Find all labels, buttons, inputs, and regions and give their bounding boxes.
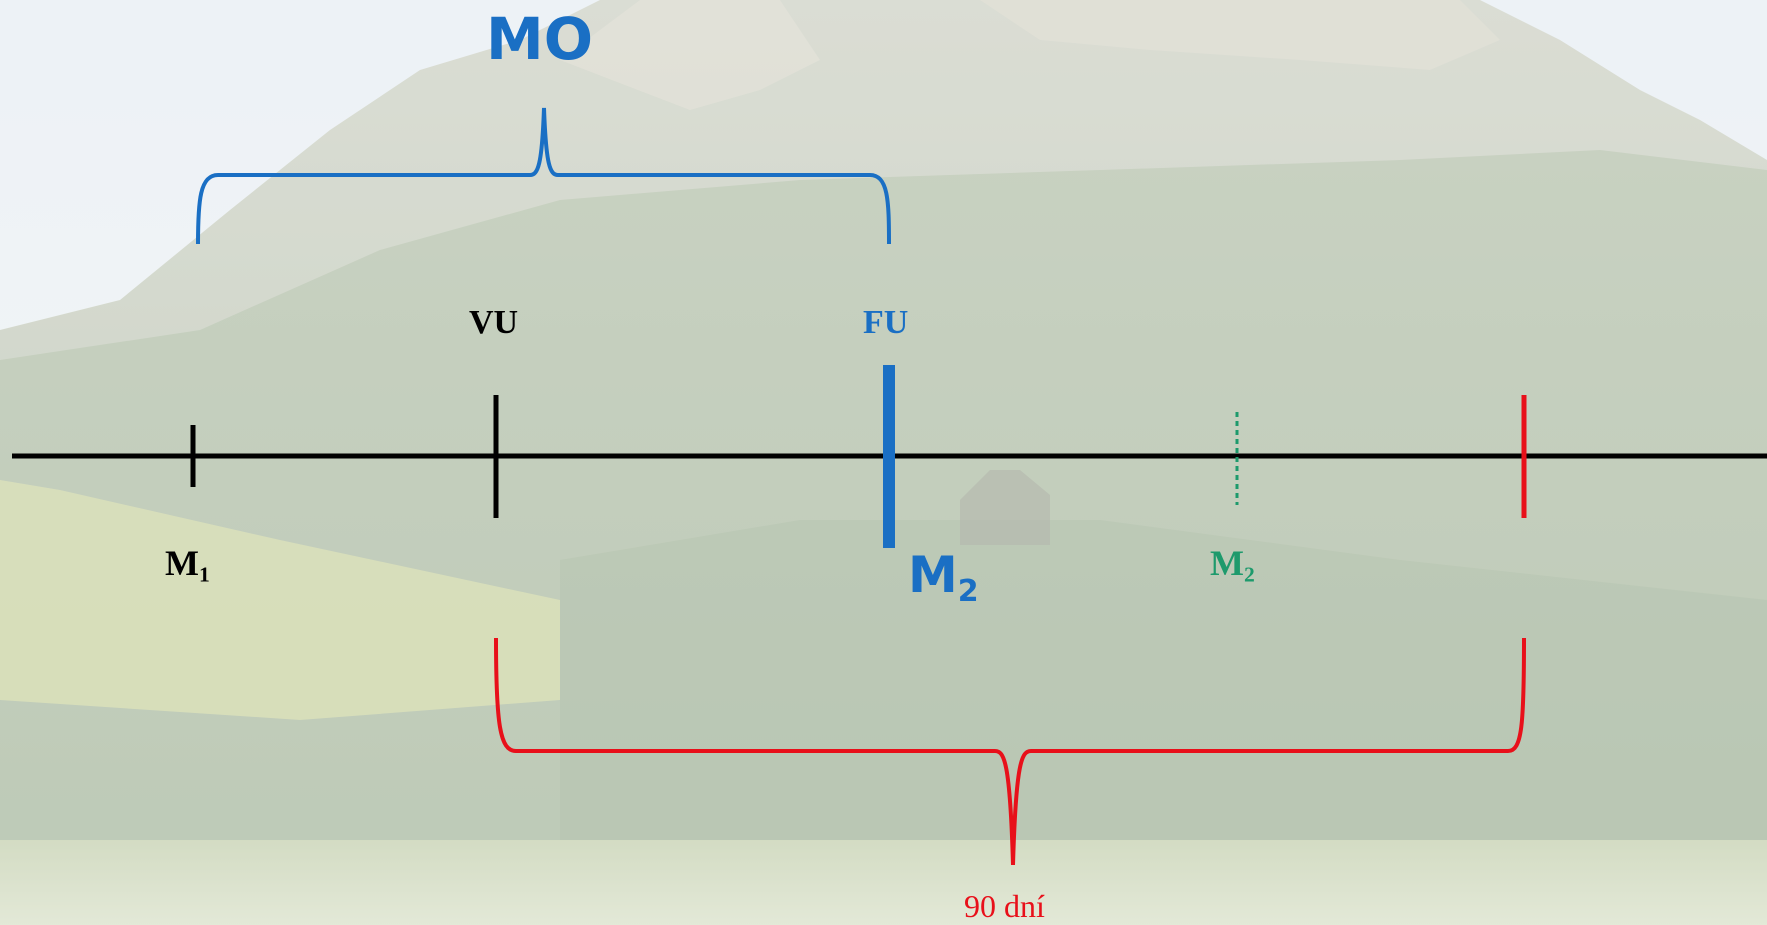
label-m1-sub: 1 — [198, 562, 210, 587]
label-m2-green: M2 — [1210, 543, 1255, 585]
tick-fu — [883, 365, 895, 548]
label-m2-green-sub: 2 — [1243, 562, 1255, 587]
label-mo: MO — [486, 5, 594, 73]
label-m1: M1 — [165, 543, 210, 585]
label-m2-blue-sub: 2 — [957, 574, 979, 609]
label-m2-blue: M2 — [908, 550, 979, 607]
label-fu: FU — [863, 304, 909, 341]
label-vu: VU — [469, 304, 519, 341]
label-m2-green-base: M — [1210, 543, 1244, 583]
brace-90-days — [494, 637, 1526, 866]
label-m2-blue-base: M — [908, 546, 958, 604]
label-m1-base: M — [165, 543, 199, 583]
label-90-days: 90 dní — [964, 888, 1045, 924]
brace-mo — [196, 107, 891, 245]
